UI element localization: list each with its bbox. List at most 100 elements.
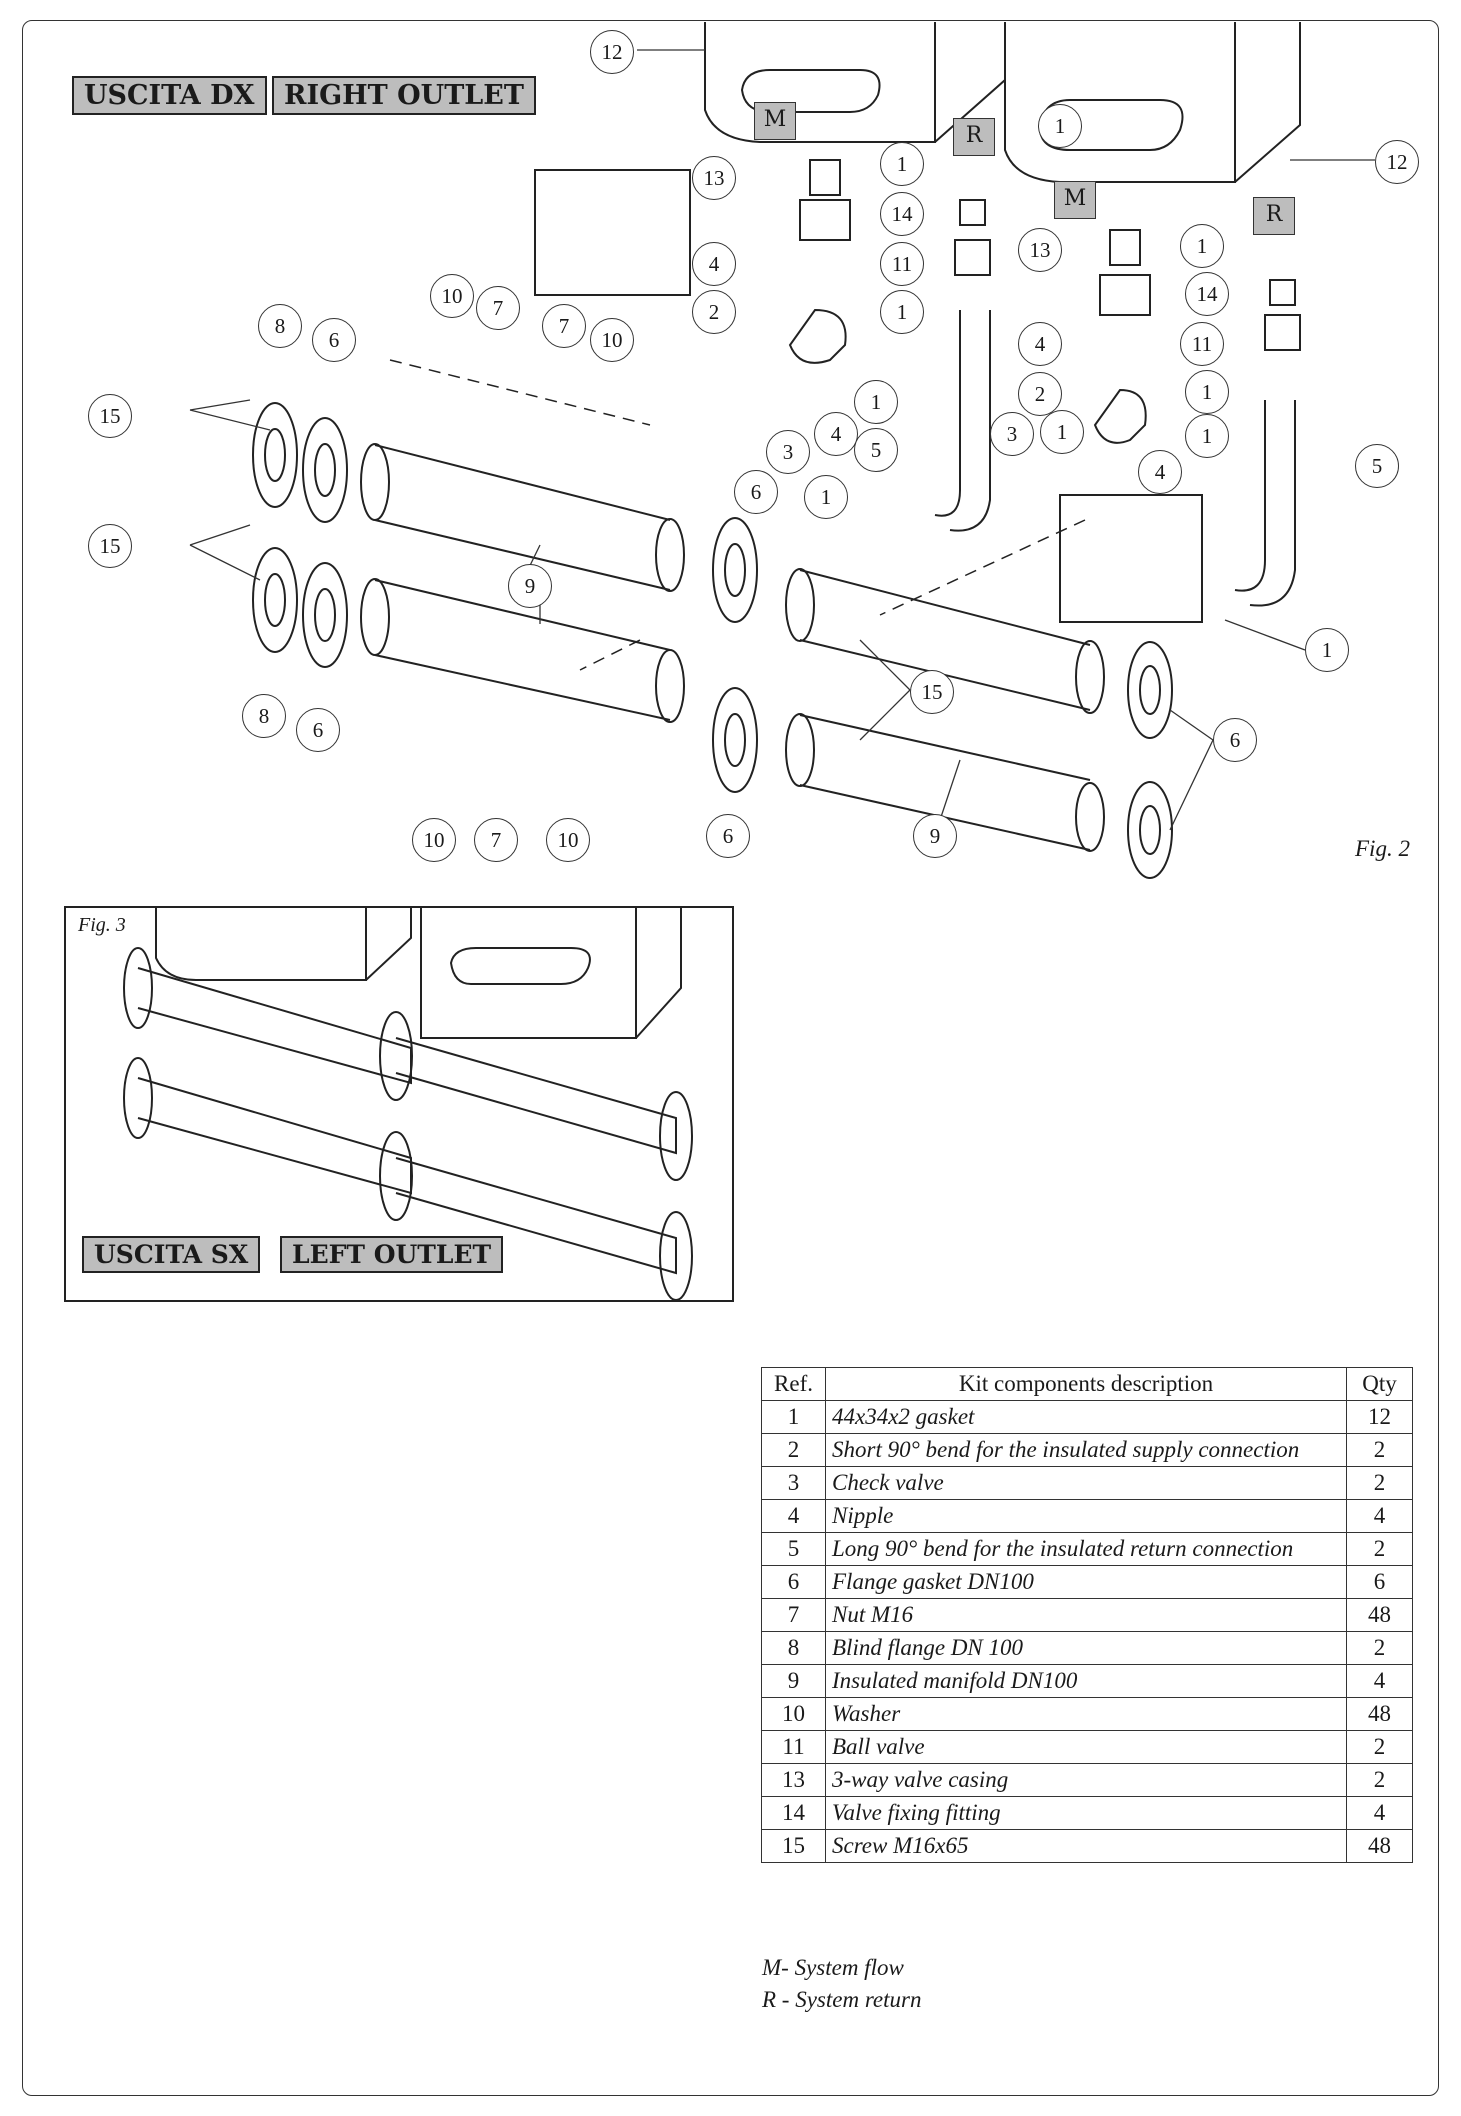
cell-ref: 2: [761, 1433, 826, 1467]
right-outlet-it-tag: USCITA DX: [72, 76, 267, 115]
right-outlet-en-tag: RIGHT OUTLET: [272, 76, 536, 115]
callout: 1: [1038, 104, 1082, 148]
callout: 6: [706, 814, 750, 858]
callout: 7: [542, 304, 586, 348]
flow-marker: M: [754, 102, 796, 140]
callout: 12: [590, 30, 634, 74]
fig3-box: Fig. 3 USCITA SX LEFT OUTLET: [64, 906, 734, 1302]
table-header-row: Ref. Kit components description Qty: [761, 1367, 1413, 1401]
header-qty: Qty: [1346, 1367, 1413, 1401]
callout: 3: [990, 412, 1034, 456]
header-ref: Ref.: [761, 1367, 826, 1401]
return-marker: R: [1253, 197, 1295, 235]
cell-desc: Flange gasket DN100: [825, 1565, 1347, 1599]
fig2-drawing: [189, 22, 1375, 879]
callout: 2: [692, 290, 736, 334]
cell-desc: Ball valve: [825, 1730, 1347, 1764]
cell-desc: Insulated manifold DN100: [825, 1664, 1347, 1698]
cell-desc: Valve fixing fitting: [825, 1796, 1347, 1830]
callout: 1: [1305, 628, 1349, 672]
callout: 4: [1018, 322, 1062, 366]
cell-qty: 2: [1346, 1433, 1413, 1467]
cell-desc: Blind flange DN 100: [825, 1631, 1347, 1665]
cell-qty: 4: [1346, 1796, 1413, 1830]
callout: 6: [734, 470, 778, 514]
cell-desc: Short 90° bend for the insulated supply …: [825, 1433, 1347, 1467]
cell-desc: 3-way valve casing: [825, 1763, 1347, 1797]
cell-ref: 1: [761, 1400, 826, 1434]
callout: 15: [910, 670, 954, 714]
callout: 8: [242, 694, 286, 738]
page-frame: [22, 20, 1439, 2096]
cell-qty: 48: [1346, 1829, 1413, 1863]
cell-qty: 2: [1346, 1730, 1413, 1764]
fig2-label: Fig. 2: [1355, 836, 1410, 861]
cell-desc: Check valve: [825, 1466, 1347, 1500]
callout: 1: [1040, 410, 1084, 454]
callout: 13: [692, 156, 736, 200]
callout: 13: [1018, 228, 1062, 272]
callout: 10: [412, 818, 456, 862]
callout: 1: [880, 142, 924, 186]
cell-desc: Washer: [825, 1697, 1347, 1731]
callout: 12: [1375, 140, 1419, 184]
cell-ref: 13: [761, 1763, 826, 1797]
fig3-drawing: [123, 908, 693, 1300]
callout: 4: [1138, 450, 1182, 494]
cell-ref: 11: [761, 1730, 826, 1764]
callout: 7: [474, 818, 518, 862]
cell-qty: 2: [1346, 1631, 1413, 1665]
cell-ref: 6: [761, 1565, 826, 1599]
cell-ref: 3: [761, 1466, 826, 1500]
return-marker: R: [953, 118, 995, 156]
legend-return: R - System return: [762, 1987, 922, 2012]
cell-qty: 48: [1346, 1697, 1413, 1731]
callout: 6: [296, 708, 340, 752]
cell-ref: 14: [761, 1796, 826, 1830]
callout: 10: [546, 818, 590, 862]
cell-qty: 2: [1346, 1763, 1413, 1797]
cell-ref: 5: [761, 1532, 826, 1566]
cell-qty: 2: [1346, 1466, 1413, 1500]
legend-flow: M- System flow: [762, 1955, 904, 1980]
callout: 6: [312, 318, 356, 362]
callout: 10: [590, 318, 634, 362]
cell-qty: 12: [1346, 1400, 1413, 1434]
cell-qty: 48: [1346, 1598, 1413, 1632]
callout: 1: [880, 290, 924, 334]
cell-desc: Screw M16x65: [825, 1829, 1347, 1863]
callout: 1: [1180, 224, 1224, 268]
cell-desc: Nut M16: [825, 1598, 1347, 1632]
callout: 4: [692, 242, 736, 286]
callout: 4: [814, 412, 858, 456]
callout: 15: [88, 524, 132, 568]
cell-desc: Long 90° bend for the insulated return c…: [825, 1532, 1347, 1566]
callout: 11: [1180, 322, 1224, 366]
callout: 15: [88, 394, 132, 438]
callout: 2: [1018, 372, 1062, 416]
callout: 14: [1185, 272, 1229, 316]
cell-desc: Nipple: [825, 1499, 1347, 1533]
fig3-label: Fig. 3: [78, 914, 126, 936]
callout: 1: [1185, 370, 1229, 414]
header-description: Kit components description: [825, 1367, 1347, 1401]
cell-qty: 4: [1346, 1499, 1413, 1533]
callout: 8: [258, 304, 302, 348]
cell-ref: 8: [761, 1631, 826, 1665]
cell-ref: 9: [761, 1664, 826, 1698]
cell-ref: 7: [761, 1598, 826, 1632]
